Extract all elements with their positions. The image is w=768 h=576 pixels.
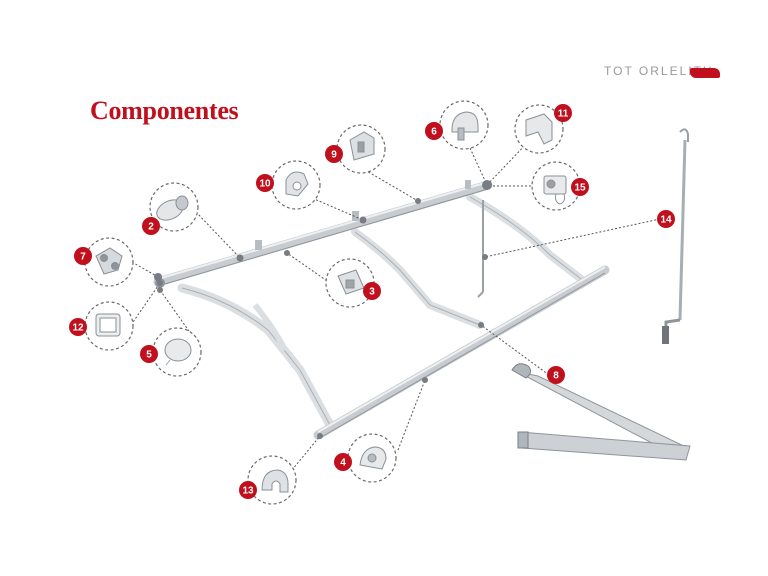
badge-number: 7 xyxy=(80,252,86,263)
badge-circle xyxy=(256,174,274,192)
side-link xyxy=(252,303,288,352)
badge-number: 15 xyxy=(574,183,586,194)
badge-circle xyxy=(425,122,443,140)
brand-text: TOT ORLELITH xyxy=(604,64,714,78)
badge-14: 14 xyxy=(657,210,675,228)
badge-circle xyxy=(325,145,343,163)
badge-8: 8 xyxy=(547,366,565,384)
arm-left-edge xyxy=(181,287,331,426)
badge-9: 9 xyxy=(325,145,343,163)
page-title: Componentes xyxy=(90,96,239,125)
badge-circle xyxy=(547,366,565,384)
badge-number: 13 xyxy=(242,486,254,497)
badge-circle xyxy=(74,247,92,265)
crank-handle-detail xyxy=(662,128,689,344)
brand-logo xyxy=(690,68,720,78)
badge-7: 7 xyxy=(74,247,92,265)
badge-11: 11 xyxy=(554,104,572,122)
arm-mid-edge xyxy=(354,231,481,326)
badge-6: 6 xyxy=(425,122,443,140)
badge-circle xyxy=(657,210,675,228)
badge-number: 5 xyxy=(146,350,152,361)
leader-dots xyxy=(154,180,492,439)
leader-lines xyxy=(130,139,661,471)
folding-arm-detail xyxy=(511,363,691,461)
front-bar xyxy=(313,265,610,440)
badge-4: 4 xyxy=(334,453,352,471)
badge-number: 12 xyxy=(72,323,84,334)
badge-circle xyxy=(571,178,589,196)
badge-number: 6 xyxy=(431,127,437,138)
badge-circle xyxy=(69,318,87,336)
badge-3: 3 xyxy=(363,282,381,300)
badge-13: 13 xyxy=(239,481,257,499)
badge-5: 5 xyxy=(140,345,158,363)
back-bar xyxy=(153,180,493,287)
arm-right-edge xyxy=(469,196,586,283)
badge-circle xyxy=(334,453,352,471)
badge-circle xyxy=(239,481,257,499)
badge-number: 14 xyxy=(660,215,672,226)
badge-circle xyxy=(363,282,381,300)
badge-2: 2 xyxy=(142,217,160,235)
badge-number: 11 xyxy=(558,109,569,120)
awning-frame xyxy=(153,180,610,440)
badge-10: 10 xyxy=(256,174,274,192)
badge-number: 3 xyxy=(369,287,375,298)
badge-12: 12 xyxy=(69,318,87,336)
number-badges: 2 3 4 5 6 7 8 9 10 11 12 13 14 15 xyxy=(69,104,675,499)
badge-number: 2 xyxy=(148,222,154,233)
badge-circle xyxy=(140,345,158,363)
badge-circle xyxy=(554,104,572,122)
badge-circle xyxy=(142,217,160,235)
badge-15: 15 xyxy=(571,178,589,196)
badge-number: 4 xyxy=(340,458,346,469)
badge-number: 10 xyxy=(259,179,271,190)
part-drawings xyxy=(95,111,567,493)
badge-number: 9 xyxy=(331,150,337,161)
badge-number: 8 xyxy=(553,371,559,382)
